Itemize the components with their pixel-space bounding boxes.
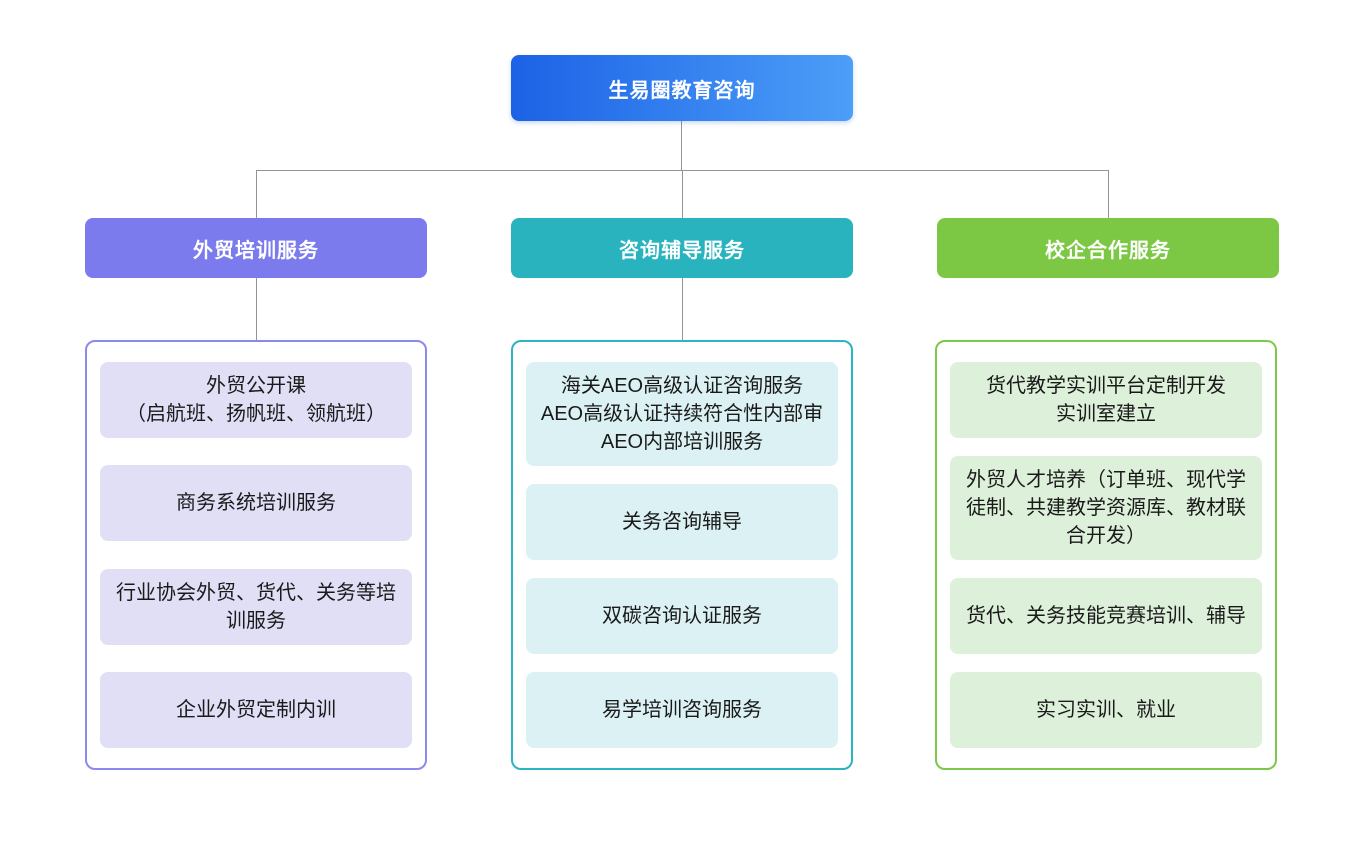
- branch-header-label: 外贸培训服务: [193, 239, 319, 262]
- branch-header-consulting-coaching: 咨询辅导服务: [511, 218, 853, 278]
- service-item: 易学培训咨询服务: [526, 672, 838, 748]
- branch-box-school-enterprise-cooperation: 货代教学实训平台定制开发 实训室建立 外贸人才培养（订单班、现代学徒制、共建教学…: [935, 340, 1277, 770]
- branch-box-consulting-coaching: 海关AEO高级认证咨询服务 AEO高级认证持续符合性内部审 AEO内部培训服务 …: [511, 340, 853, 770]
- branch-header-school-enterprise-cooperation: 校企合作服务: [937, 218, 1279, 278]
- connector-drop-branch-3: [1108, 170, 1109, 218]
- service-item: 外贸人才培养（订单班、现代学徒制、共建教学资源库、教材联合开发）: [950, 456, 1262, 560]
- service-item: 关务咨询辅导: [526, 484, 838, 560]
- service-item: 企业外贸定制内训: [100, 671, 412, 748]
- branch-header-label: 校企合作服务: [1045, 239, 1171, 262]
- connector-root-stem: [681, 121, 682, 170]
- service-item: 货代、关务技能竞赛培训、辅导: [950, 578, 1262, 654]
- branch-header-label: 咨询辅导服务: [619, 239, 745, 262]
- connector-header-box-1: [256, 278, 257, 340]
- branch-box-foreign-trade-training: 外贸公开课 （启航班、扬帆班、领航班） 商务系统培训服务 行业协会外贸、货代、关…: [85, 340, 427, 770]
- connector-drop-branch-1: [256, 170, 257, 218]
- connector-drop-branch-2: [682, 170, 683, 218]
- root-node: 生易圈教育咨询: [511, 55, 853, 121]
- service-item: 行业协会外贸、货代、关务等培训服务: [100, 568, 412, 645]
- root-node-label: 生易圈教育咨询: [608, 79, 756, 102]
- branch-header-foreign-trade-training: 外贸培训服务: [85, 218, 427, 278]
- service-item: 外贸公开课 （启航班、扬帆班、领航班）: [100, 362, 412, 438]
- service-item: 实习实训、就业: [950, 672, 1262, 748]
- service-item: 双碳咨询认证服务: [526, 578, 838, 654]
- service-item: 货代教学实训平台定制开发 实训室建立: [950, 362, 1262, 438]
- service-item: 商务系统培训服务: [100, 465, 412, 542]
- service-item: 海关AEO高级认证咨询服务 AEO高级认证持续符合性内部审 AEO内部培训服务: [526, 362, 838, 466]
- connector-header-box-2: [682, 278, 683, 340]
